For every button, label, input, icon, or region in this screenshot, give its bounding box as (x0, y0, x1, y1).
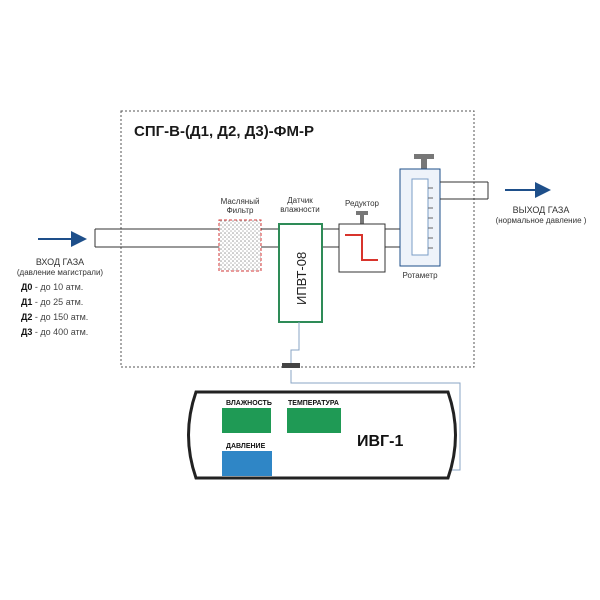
inlet-label: ВХОД ГАЗА (36, 257, 84, 267)
inlet-sublabel: (давление магистрали) (17, 268, 104, 277)
outlet-label: ВЫХОД ГАЗА (513, 205, 570, 215)
reducer-symbol (345, 234, 378, 261)
pressure-ranges: Д0 - до 10 атм. Д1 - до 25 атм. Д2 - до … (21, 282, 88, 337)
range-d3-text: - до 400 атм. (32, 327, 88, 337)
sensor-label-2: влажности (280, 205, 320, 214)
range-d1-code: Д1 (21, 297, 32, 307)
system-title: СПГ-В-(Д1, Д2, Д3)-ФМ-Р (134, 123, 314, 140)
outlet-pipe (440, 181, 489, 200)
rotameter-label: Ротаметр (402, 271, 438, 280)
range-d1-text: - до 25 атм. (32, 297, 83, 307)
range-d1: Д1 - до 25 атм. (21, 297, 83, 307)
rotameter-valve (414, 154, 434, 169)
range-d2-text: - до 150 атм. (32, 312, 88, 322)
pressure-label: ДАВЛЕНИЕ (226, 443, 266, 450)
range-d0-code: Д0 (21, 282, 32, 292)
range-d3: Д3 - до 400 атм. (21, 327, 88, 337)
humidity-sensor (278, 223, 323, 323)
oil-filter (218, 219, 262, 272)
reducer-label: Редуктор (345, 199, 380, 208)
humidity-label: ВЛАЖНОСТЬ (226, 400, 272, 407)
cable-connector (282, 363, 300, 368)
reducer-knob (356, 211, 368, 224)
device-name: ИВГ-1 (357, 433, 403, 450)
range-d3-code: Д3 (21, 327, 32, 337)
rotameter-tube (411, 178, 429, 256)
range-d2: Д2 - до 150 атм. (21, 312, 88, 322)
pressure-display (222, 451, 272, 476)
filter-label-2: Фильтр (227, 206, 254, 215)
pipe-reducer-to-rotameter (385, 228, 400, 248)
inlet-pipe (94, 228, 219, 248)
sensor-label-1: Датчик (287, 196, 313, 205)
temperature-display (287, 408, 341, 433)
range-d2-code: Д2 (21, 312, 32, 322)
range-d0: Д0 - до 10 атм. (21, 282, 83, 292)
range-d0-text: - до 10 атм. (32, 282, 83, 292)
temperature-label: ТЕМПЕРАТУРА (288, 400, 339, 407)
sensor-model-label: ИПВТ-08 (294, 252, 309, 305)
rotameter-scale (428, 187, 433, 249)
filter-label-1: Масляный (221, 197, 260, 206)
humidity-display (222, 408, 271, 433)
outlet-sublabel: (нормальное давление ) (496, 216, 587, 225)
